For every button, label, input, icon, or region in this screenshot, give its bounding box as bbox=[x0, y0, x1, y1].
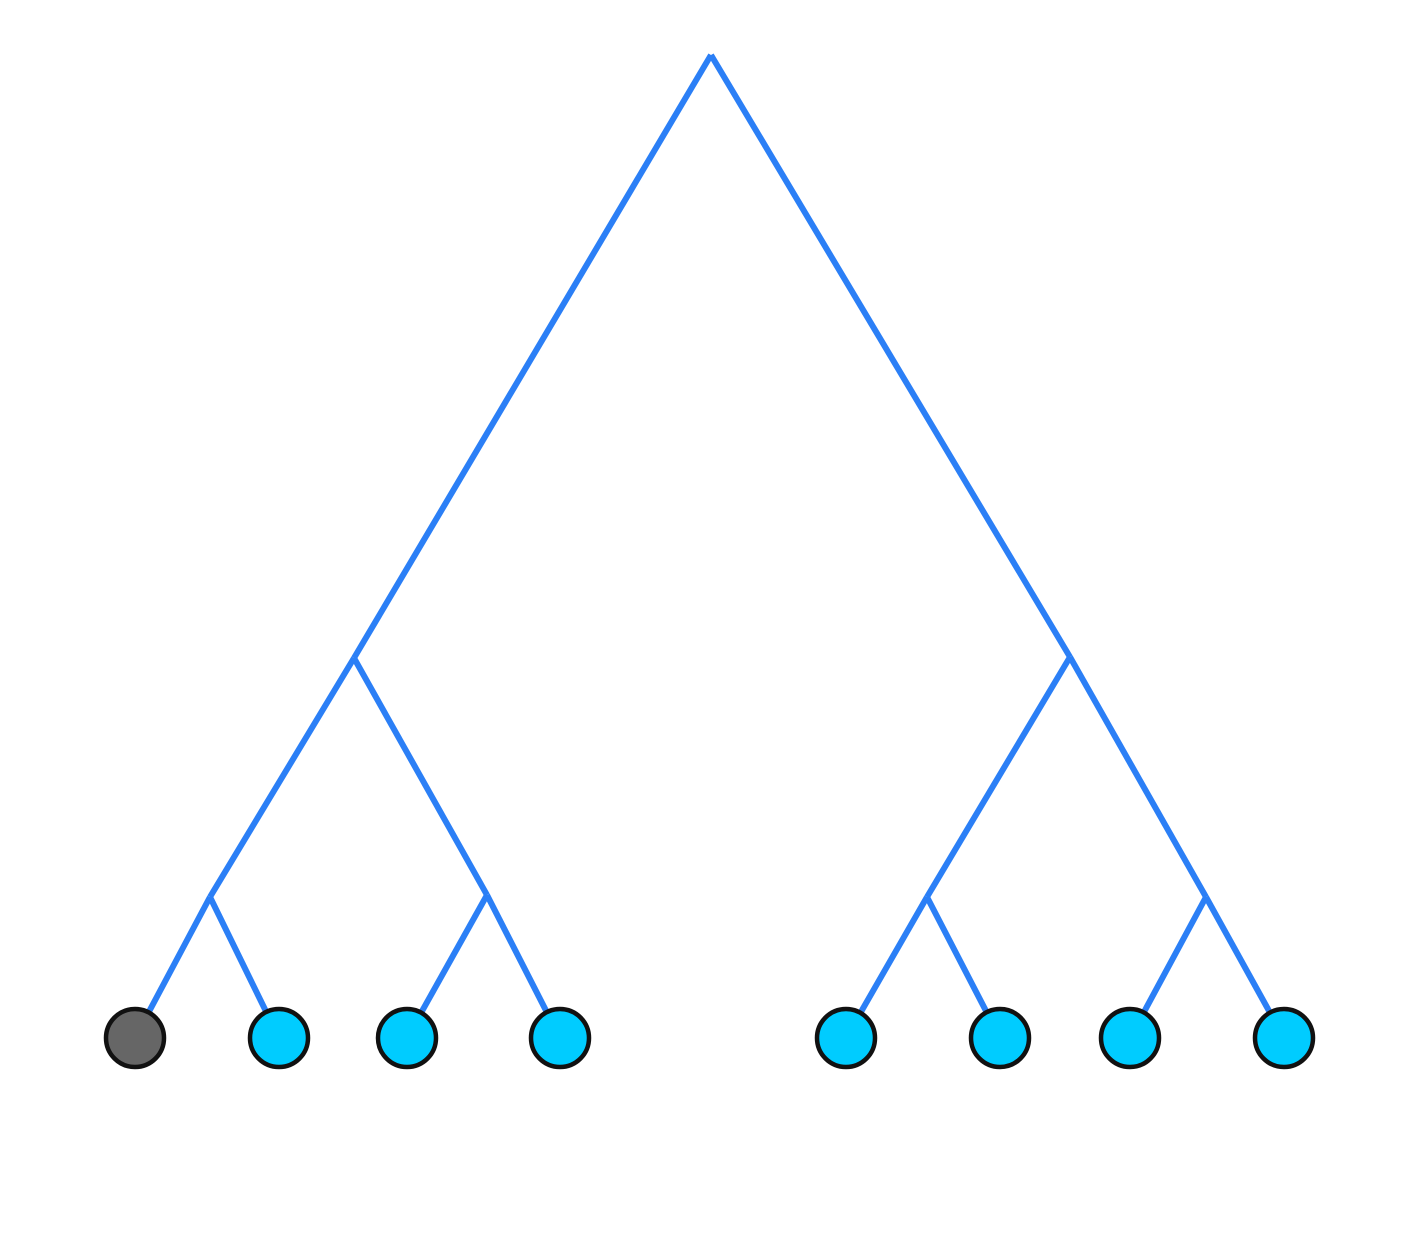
leaf-node-7 bbox=[1098, 1006, 1162, 1070]
leaf-node-5 bbox=[814, 1006, 878, 1070]
leaf-node-1 bbox=[103, 1006, 167, 1070]
leaf-node-2 bbox=[247, 1006, 311, 1070]
edge-root-left bbox=[351, 53, 714, 660]
edge-right-right bbox=[1067, 655, 1209, 899]
leaf-node-4 bbox=[528, 1006, 592, 1070]
leaf-node-3 bbox=[375, 1006, 439, 1070]
edge-right-left bbox=[924, 655, 1073, 899]
leaf-node-6 bbox=[968, 1006, 1032, 1070]
leaf-node-8 bbox=[1252, 1006, 1316, 1070]
tree-leaves bbox=[103, 1006, 1316, 1070]
edge-left-right bbox=[351, 656, 490, 897]
edge-root-right bbox=[708, 53, 1073, 659]
edge-left-left bbox=[207, 656, 357, 899]
